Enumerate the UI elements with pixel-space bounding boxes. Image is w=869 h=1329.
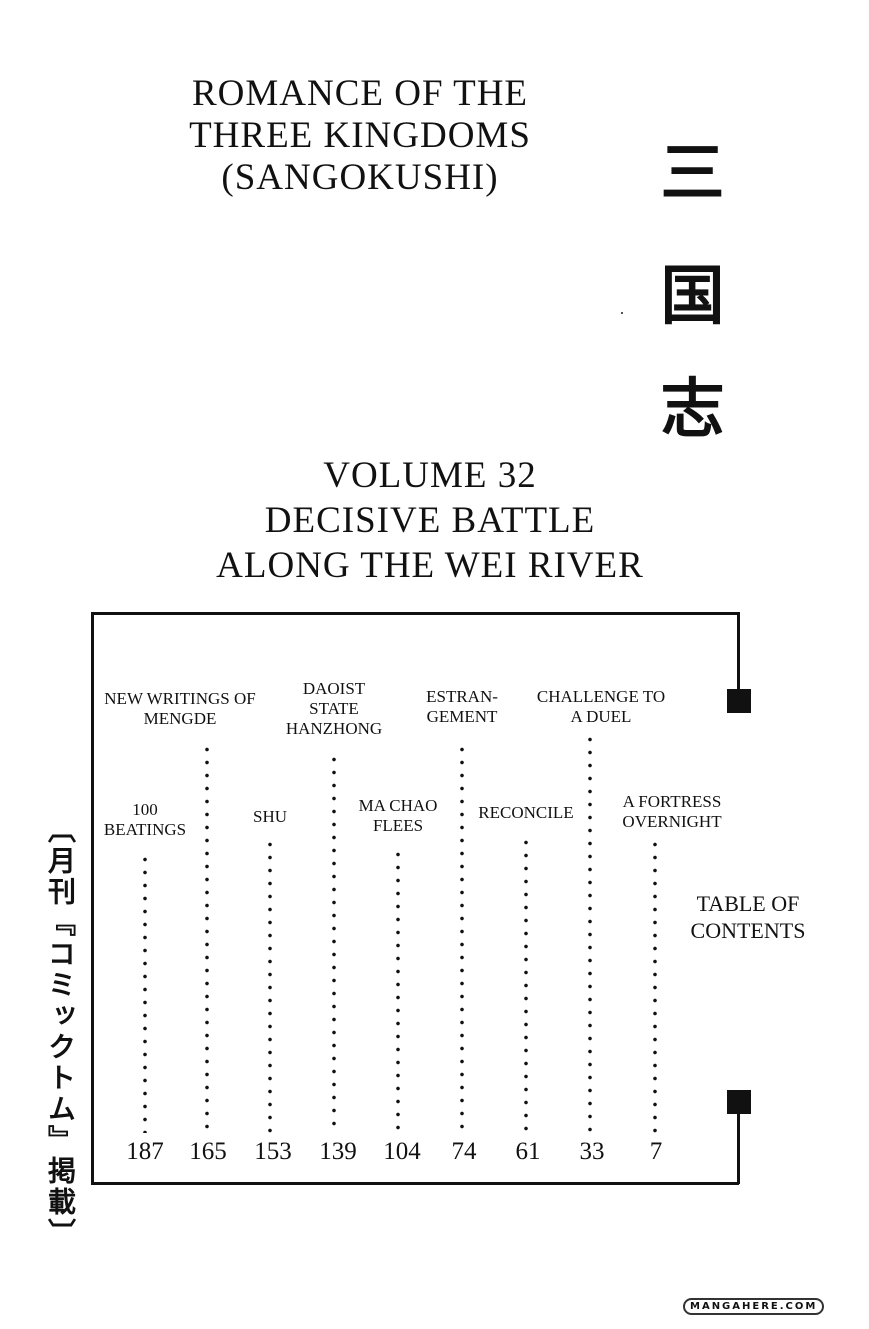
toc-entry-page: 33: [579, 1138, 605, 1165]
frame-line: [91, 1182, 739, 1185]
toc-entry-page: 104: [383, 1138, 421, 1165]
dotted-leader: [653, 838, 657, 1133]
watermark: MANGAHERE.COM: [683, 1298, 825, 1315]
toc-entry-page: 187: [126, 1138, 164, 1165]
kanji-char: 国: [660, 260, 725, 334]
series-title-line: THREE KINGDOMS: [189, 115, 531, 156]
frame-line: [91, 612, 739, 615]
dotted-leader: [205, 743, 209, 1133]
dotted-leader: [143, 853, 147, 1133]
dotted-leader: [588, 733, 592, 1133]
volume-line: DECISIVE BATTLE: [264, 500, 596, 541]
publication-note: 〔月刊『コミックトム』掲載〕: [44, 815, 77, 1249]
series-title-line: (SANGOKUSHI): [221, 157, 499, 198]
frame-square: [727, 1090, 751, 1114]
toc-entry-title: MA CHAO FLEES: [358, 796, 438, 835]
volume-line: ALONG THE WEI RIVER: [216, 545, 644, 586]
toc-entry-page: 7: [649, 1138, 663, 1165]
toc-entry-title: NEW WRITINGS OF MENGDE: [104, 689, 256, 728]
frame-line: [91, 612, 94, 1185]
frame-line: [737, 612, 740, 692]
toc-entry-page: 74: [451, 1138, 477, 1165]
dotted-leader: [524, 836, 528, 1133]
toc-entry-page: 165: [189, 1138, 227, 1165]
toc-entry-page: 61: [515, 1138, 541, 1165]
kanji-char: 三: [660, 137, 725, 211]
series-title-line: ROMANCE OF THE: [191, 73, 529, 114]
toc-entry-page: 153: [254, 1138, 292, 1165]
toc-entry-title: ESTRAN- GEMENT: [426, 687, 498, 726]
toc-heading-line: TABLE OF: [696, 891, 800, 916]
toc-entry-title: A FORTRESS OVERNIGHT: [622, 792, 722, 831]
frame-line: [737, 1108, 740, 1184]
frame-square: [727, 689, 751, 713]
toc-heading: TABLE OF CONTENTS: [668, 890, 828, 944]
dotted-leader: [396, 848, 400, 1133]
toc-entry-title: RECONCILE: [478, 803, 574, 822]
toc-heading-line: CONTENTS: [690, 918, 806, 943]
toc-entry-title: DAOIST STATE HANZHONG: [285, 679, 383, 738]
toc-entry-title: 100 BEATINGS: [103, 800, 187, 839]
toc-entry-title: SHU: [252, 807, 287, 826]
toc-entry-page: 139: [319, 1138, 357, 1165]
speck: [621, 312, 623, 314]
dotted-leader: [332, 753, 336, 1133]
toc-entry-title: CHALLENGE TO A DUEL: [536, 687, 666, 726]
volume-line: VOLUME 32: [323, 455, 537, 496]
dotted-leader: [268, 838, 272, 1133]
kanji-char: 志: [660, 373, 725, 447]
dotted-leader: [460, 743, 464, 1133]
